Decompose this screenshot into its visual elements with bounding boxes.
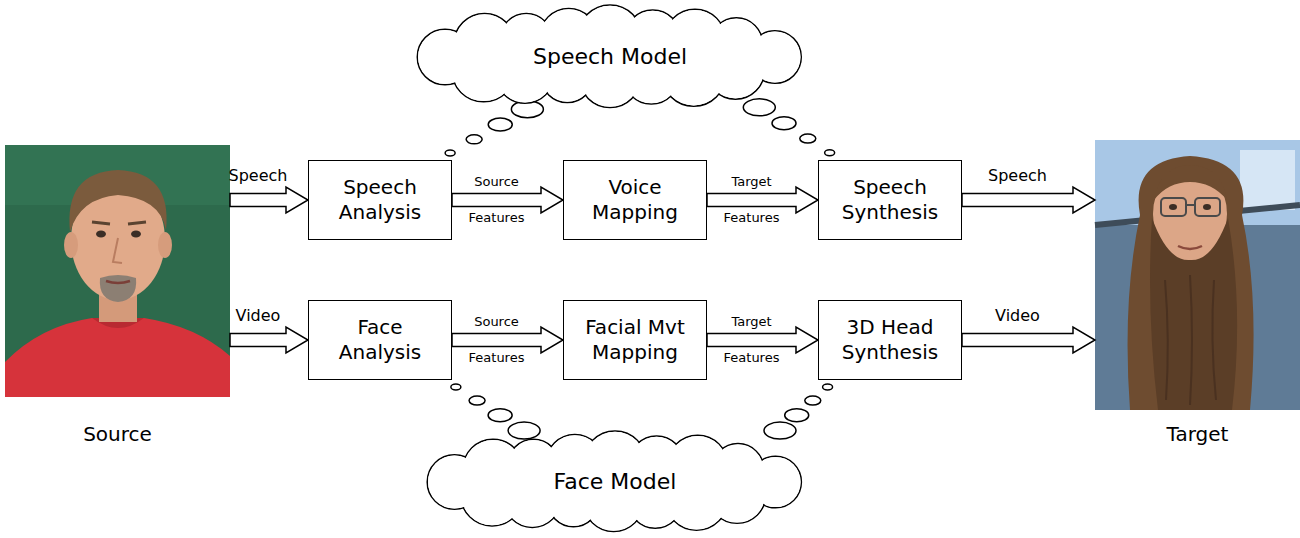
edge-label: Target Features (710, 164, 794, 236)
thought-bubble (743, 99, 775, 116)
block-arrow (230, 187, 308, 213)
box-label: Speech Analysis (318, 175, 442, 225)
edge-label: Speech (988, 166, 1047, 185)
red-shirt (5, 318, 230, 397)
thought-bubble (466, 135, 482, 144)
model-label: Face Model (554, 469, 677, 495)
portrait-photo: Source (5, 145, 230, 397)
cloud-core (445, 37, 775, 77)
edge-label: Speech (229, 166, 288, 185)
thought-bubble (785, 409, 809, 422)
ear (158, 232, 172, 258)
process-box: Facial Mvt Mapping (563, 300, 707, 380)
thought-bubbles (743, 99, 841, 160)
eyebrows (92, 222, 146, 224)
thought-bubbles (445, 380, 540, 439)
process-box: 3D Head Synthesis (818, 300, 962, 380)
window-backdrop (1095, 140, 1300, 410)
thought-bubble (823, 384, 833, 390)
block-arrow (452, 187, 563, 213)
eye (1203, 204, 1211, 210)
hairline (1154, 165, 1227, 200)
box-label: Facial Mvt Mapping (573, 315, 697, 365)
thought-bubble (825, 150, 835, 156)
hair (69, 170, 166, 232)
arrow-outline (452, 327, 563, 353)
eye (1169, 204, 1177, 210)
block-arrow (962, 327, 1095, 353)
box-label: 3D Head Synthesis (828, 315, 952, 365)
thought-bubble (488, 409, 512, 422)
process-box: Speech Synthesis (818, 160, 962, 240)
model-cloud: Speech Model (410, 2, 810, 112)
block-arrow (707, 187, 818, 213)
cloud-core (454, 462, 775, 501)
glasses (1195, 198, 1220, 216)
thought-bubbles (438, 101, 544, 160)
edge-label: Video (236, 306, 281, 325)
thought-bubble (451, 384, 461, 390)
thought-bubble (800, 134, 816, 143)
long-beard (1150, 218, 1237, 410)
green-backdrop (5, 145, 230, 397)
photo-caption: Source (5, 422, 230, 446)
thought-bubbles (764, 380, 835, 439)
cloud-bumps (417, 5, 801, 108)
ear (64, 232, 78, 258)
source-portrait (5, 145, 230, 397)
block-arrow (962, 187, 1095, 213)
cloud-bumps (427, 431, 801, 532)
block-arrow (452, 327, 563, 353)
arrow-outline (452, 187, 563, 213)
long-hair (1128, 156, 1254, 410)
thought-bubble (488, 118, 512, 131)
block-arrow (230, 327, 308, 353)
arrow-outline (230, 327, 308, 353)
beard-strands (1165, 275, 1216, 405)
thought-bubble (508, 422, 540, 439)
cloud-fill (428, 432, 801, 531)
box-label: Voice Mapping (573, 175, 697, 225)
edge-label: Target Features (710, 304, 794, 376)
bright-window (1240, 150, 1295, 210)
arrow-outline (962, 327, 1095, 353)
cloud-fill (418, 6, 800, 107)
model-label: Speech Model (533, 44, 687, 70)
box-label: Speech Synthesis (828, 175, 952, 225)
arrow-outline (962, 187, 1095, 213)
eye (131, 231, 141, 238)
thought-bubble (764, 422, 796, 439)
block-arrow (707, 327, 818, 353)
model-cloud: Face Model (420, 428, 810, 536)
goatee (100, 275, 136, 302)
target-portrait (1095, 140, 1300, 410)
thought-bubble (772, 117, 796, 130)
mouth (106, 281, 130, 283)
thought-bubble (469, 396, 485, 405)
thought-bubble (445, 150, 455, 156)
edge-label: Source Features (455, 304, 539, 376)
edge-label: Video (995, 306, 1040, 325)
nose (113, 238, 122, 263)
mouth (1178, 246, 1202, 249)
process-box: Speech Analysis (308, 160, 452, 240)
eye (96, 231, 106, 238)
process-box: Voice Mapping (563, 160, 707, 240)
photo-caption: Target (1095, 422, 1300, 446)
arrow-outline (707, 327, 818, 353)
edge-label: Source Features (455, 164, 539, 236)
glasses (1161, 198, 1186, 216)
glasses-bridge (1186, 204, 1195, 206)
arrow-outline (230, 187, 308, 213)
thought-bubble (805, 396, 821, 405)
box-label: Face Analysis (318, 315, 442, 365)
arrow-outline (707, 187, 818, 213)
process-box: Face Analysis (308, 300, 452, 380)
portrait-photo: Target (1095, 140, 1300, 410)
